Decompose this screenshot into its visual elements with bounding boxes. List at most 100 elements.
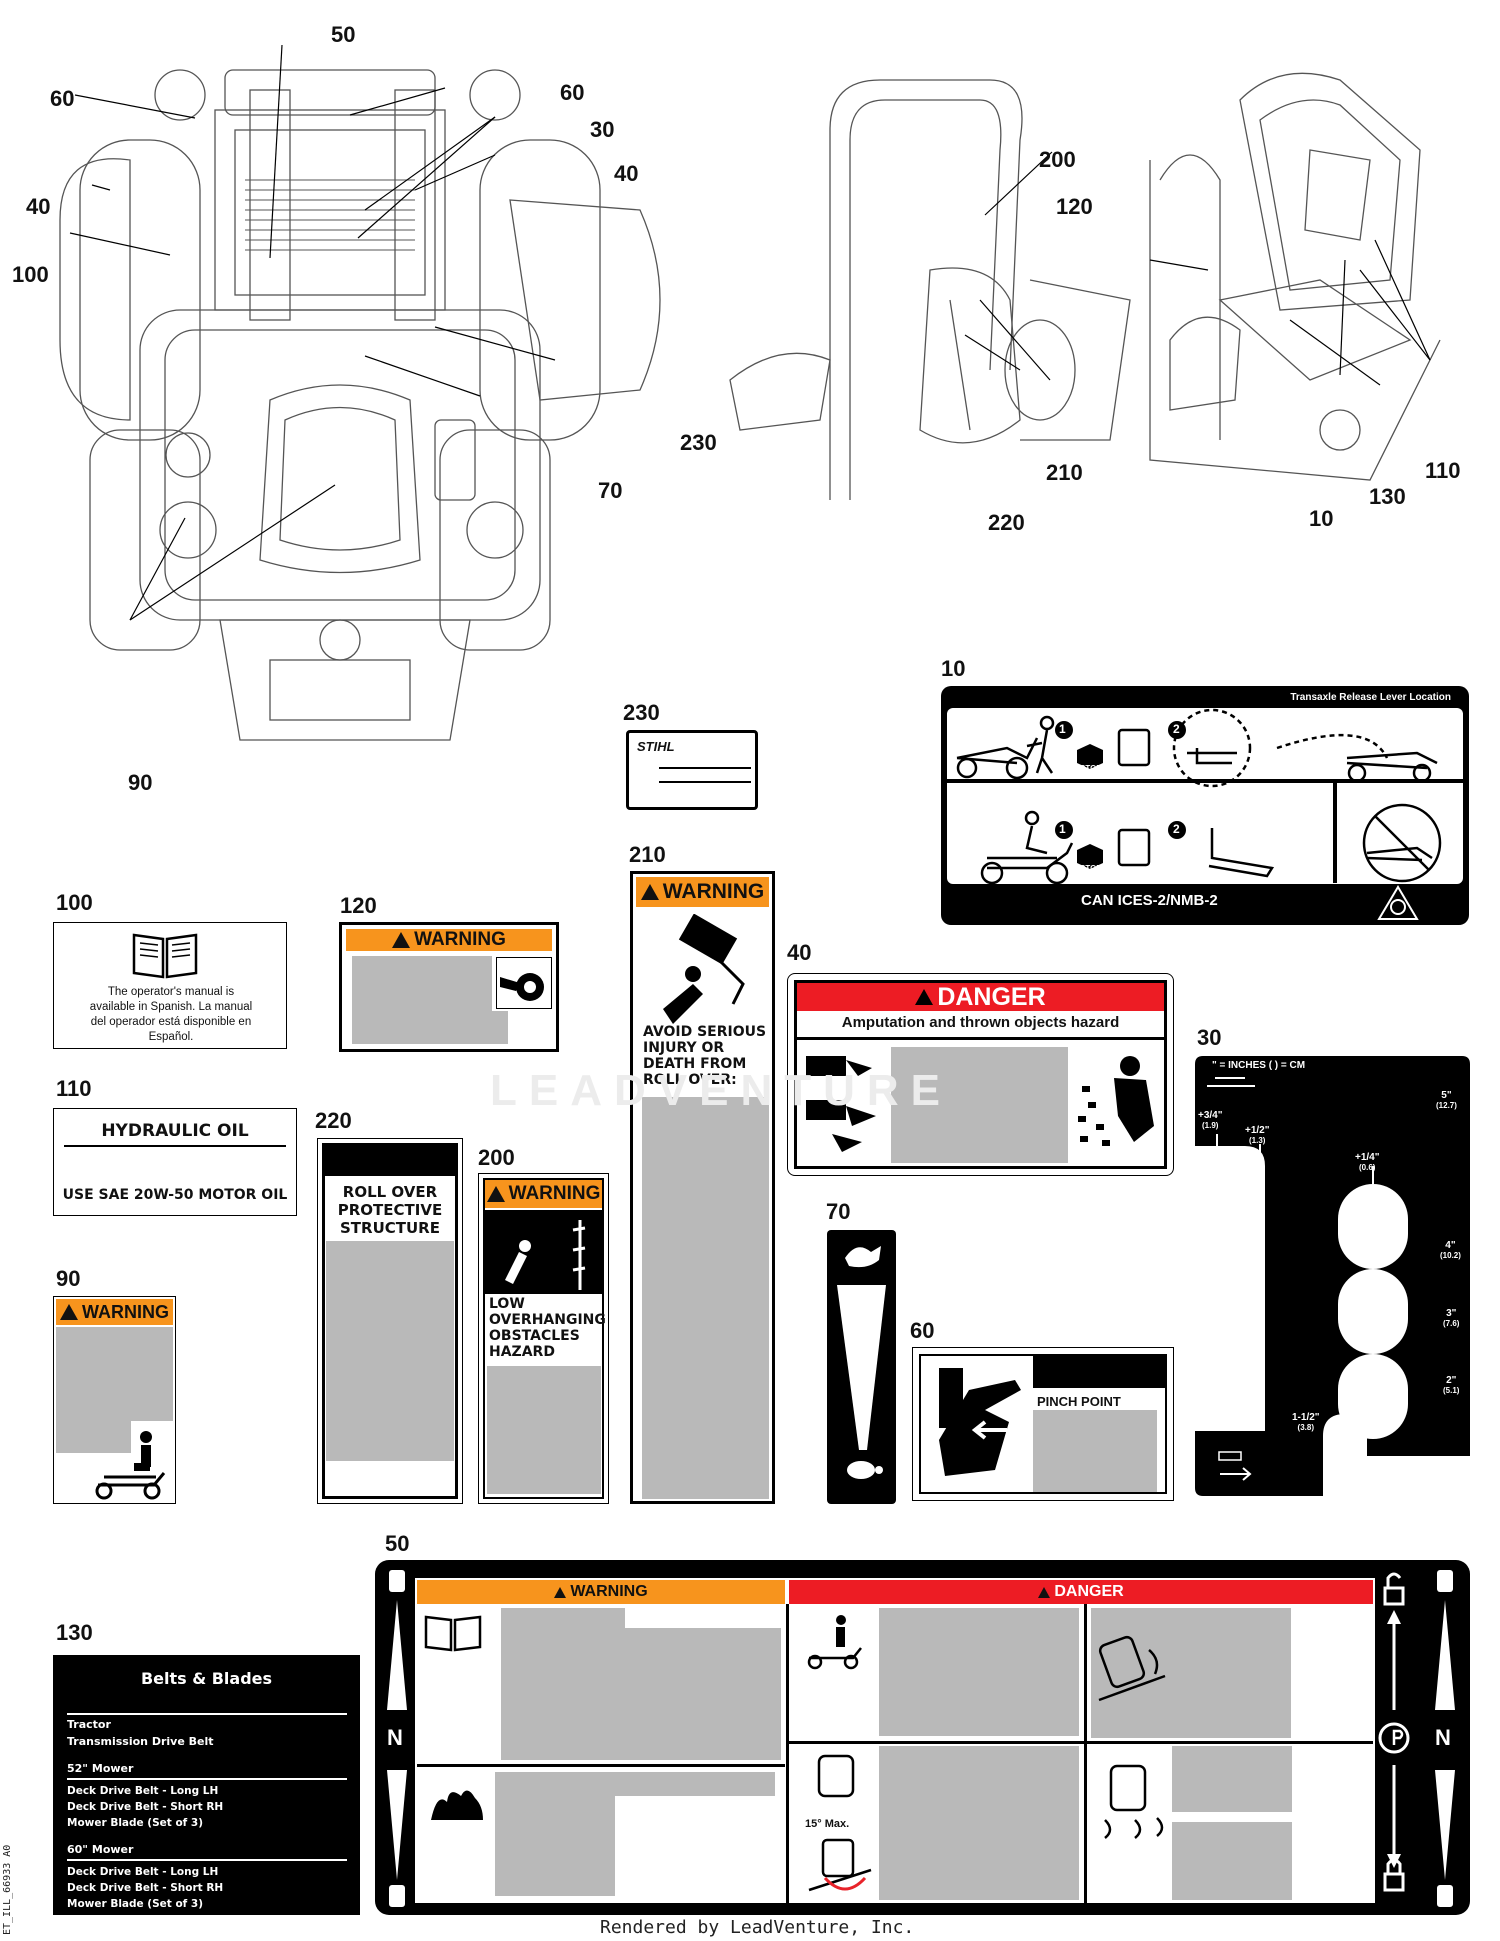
callout-10: 10 <box>1309 506 1334 531</box>
label-50-n-left: N <box>387 1725 403 1750</box>
label-230-number: 230 <box>623 700 660 725</box>
label-30-cut-height-gauge <box>1195 1056 1470 1496</box>
danger-triangle-icon <box>1038 1586 1051 1598</box>
label-60-text: PINCH POINT <box>1037 1394 1121 1409</box>
label-30-mark-5: 4"(10.2) <box>1440 1240 1461 1260</box>
callout-210: 210 <box>1046 460 1083 485</box>
label-120-number: 120 <box>340 893 377 918</box>
label-60-number: 60 <box>910 1318 935 1343</box>
label-220-number: 220 <box>315 1108 352 1133</box>
label-30-mark-6: 3"(7.6) <box>1443 1308 1460 1328</box>
label-110: HYDRAULIC OIL USE SAE 20W-50 MOTOR OIL <box>53 1108 297 1216</box>
label-40-number: 40 <box>787 940 812 965</box>
drop-off-icon <box>1104 1764 1164 1839</box>
label-130-group-3: 60" Mower Deck Drive Belt - Long LH Deck… <box>67 1843 347 1910</box>
callout-30: 30 <box>590 117 615 142</box>
label-30-mark-4: 5"(12.7) <box>1436 1090 1457 1110</box>
callout-120: 120 <box>1056 194 1093 219</box>
callout-130: 130 <box>1369 484 1406 509</box>
callout-60-right: 60 <box>560 80 585 105</box>
label-210-header: WARNING <box>662 880 765 903</box>
slope-mower-icon <box>808 1754 872 1892</box>
label-130-group-2: 52" Mower Deck Drive Belt - Long LH Deck… <box>67 1762 347 1829</box>
danger-triangle-icon <box>915 989 934 1005</box>
label-220: ROLL OVER PROTECTIVE STRUCTURE <box>317 1138 463 1504</box>
label-210-text: AVOID SERIOUS INJURY OR DEATH FROM ROLL … <box>643 1024 767 1088</box>
label-10-top-right: Transaxle Release Lever Location <box>1290 692 1451 703</box>
manual-book-icon <box>424 1615 482 1652</box>
label-40-subheader: Amputation and thrown objects hazard <box>841 1014 1120 1031</box>
callout-70: 70 <box>598 478 623 503</box>
label-40: DANGER Amputation and thrown objects haz… <box>787 973 1174 1176</box>
label-210-number: 210 <box>629 842 666 867</box>
label-100-text: The operator's manual is available in Sp… <box>89 986 253 1043</box>
label-10-stop-1: STOP <box>1080 764 1102 773</box>
label-100-number: 100 <box>56 890 93 915</box>
label-30-mark-7: 2"(5.1) <box>1443 1375 1460 1395</box>
callout-200: 200 <box>1039 147 1076 172</box>
thrown-objects-pictogram <box>1078 1056 1154 1146</box>
label-30-mark-8: 1-1/2"(3.8) <box>1292 1412 1320 1432</box>
label-30-mark-1: +3/4"(1.9) <box>1198 1110 1223 1130</box>
label-230-brand: STIHL <box>637 739 675 754</box>
label-10-step-2b: 2 <box>1173 822 1180 836</box>
label-100: The operator's manual is available in Sp… <box>53 922 287 1049</box>
callout-90: 90 <box>128 770 153 795</box>
label-50-warning: WARNING <box>570 1583 648 1600</box>
rollover-pictogram <box>663 914 745 1024</box>
label-60: PINCH POINT <box>912 1347 1174 1501</box>
label-50-n-right: N <box>1435 1725 1451 1750</box>
label-50-number: 50 <box>385 1531 410 1556</box>
label-130-group-1: Tractor Transmission Drive Belt <box>67 1713 347 1748</box>
label-210: WARNING AVOID SERIOUS INJURY OR DEATH FR… <box>630 871 775 1504</box>
label-10-number: 10 <box>941 656 966 681</box>
illustration-code: ET_ILL_66933 A0 <box>2 1844 13 1935</box>
hand-entanglement-icon <box>496 957 552 1009</box>
amputation-pictogram <box>806 1056 876 1152</box>
label-30-legend: " = INCHES ( ) = CM <box>1212 1060 1306 1071</box>
label-120: WARNING <box>339 922 559 1052</box>
callout-110: 110 <box>1425 458 1461 483</box>
warning-triangle-icon <box>554 1586 567 1598</box>
callout-60-left: 60 <box>50 86 75 111</box>
rops-seat-illustration <box>729 72 1441 500</box>
label-30-mark-2: +1/2"(1.3) <box>1245 1125 1270 1145</box>
label-30-number: 30 <box>1197 1025 1222 1050</box>
label-40-header: DANGER <box>937 982 1046 1011</box>
label-130: Belts & Blades Tractor Transmission Driv… <box>53 1655 360 1915</box>
label-110-number: 110 <box>56 1076 92 1101</box>
label-90-header: WARNING <box>82 1301 169 1322</box>
callout-220: 220 <box>988 510 1025 535</box>
label-50-left-arrows <box>387 1570 407 1907</box>
label-10-step-2a: 2 <box>1173 722 1180 736</box>
label-50-danger: DANGER <box>1054 1583 1124 1600</box>
label-10: Transaxle Release Lever Location <box>941 686 1469 925</box>
label-200-text: LOW OVERHANGING OBSTACLES HAZARD <box>489 1296 606 1360</box>
fire-icon <box>431 1790 483 1820</box>
label-230: STIHL <box>626 730 758 810</box>
warning-triangle-icon <box>60 1304 78 1320</box>
callout-40-right: 40 <box>614 161 639 186</box>
warning-triangle-icon <box>392 932 411 948</box>
label-50-angle: 15° Max. <box>805 1818 850 1830</box>
mower-operator-icon <box>807 1615 862 1670</box>
label-50-right-controls <box>1378 1570 1455 1907</box>
manual-book-icon <box>132 933 198 979</box>
mower-top-view-illustration <box>59 44 661 741</box>
callout-100: 100 <box>12 262 49 287</box>
label-110-text: USE SAE 20W-50 MOTOR OIL <box>62 1187 288 1203</box>
label-10-step-1a: 1 <box>1059 722 1066 736</box>
callout-40-left: 40 <box>26 194 51 219</box>
label-10-footer: CAN ICES-2/NMB-2 <box>1081 892 1218 909</box>
rollover-slope-icon <box>1098 1635 1166 1702</box>
label-70-number: 70 <box>826 1199 851 1224</box>
operator-on-mower-icon <box>95 1431 166 1500</box>
rendered-by-credit: Rendered by LeadVenture, Inc. <box>600 1917 915 1938</box>
label-120-header: WARNING <box>414 929 506 950</box>
label-110-title: HYDRAULIC OIL <box>101 1121 249 1141</box>
label-30-mark-3: +1/4"(0.6) <box>1355 1152 1380 1172</box>
callout-50: 50 <box>331 22 356 47</box>
overhang-pictogram <box>485 1210 602 1294</box>
label-200-header: WARNING <box>508 1183 601 1204</box>
label-130-title: Belts & Blades <box>140 1669 273 1688</box>
